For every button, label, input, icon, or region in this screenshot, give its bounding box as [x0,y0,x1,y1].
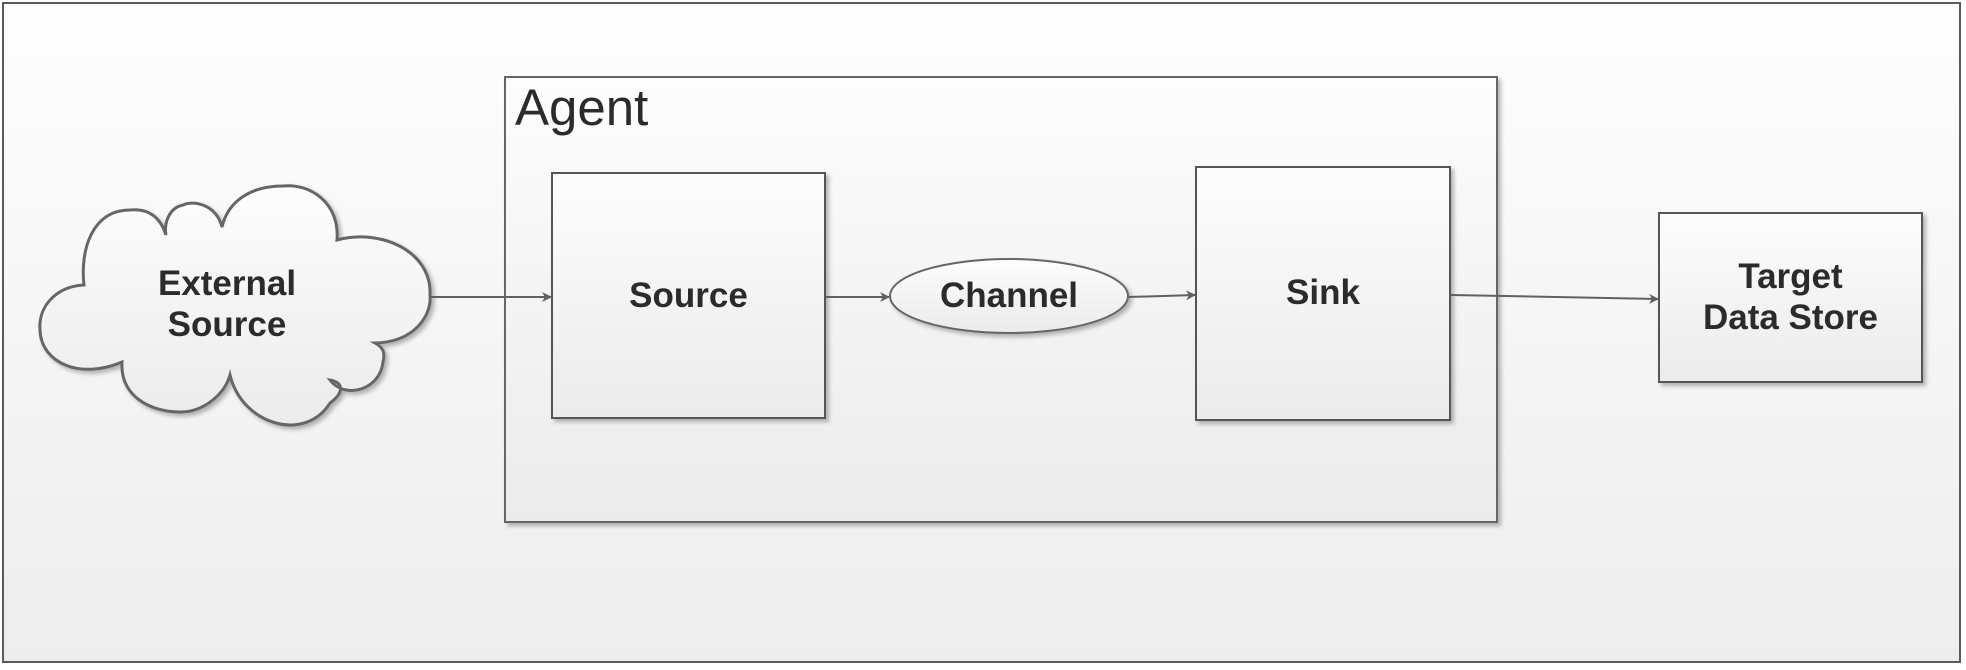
arrow-channel-to-sink [1128,290,1196,301]
target-data-store-label: Target Data Store [1659,256,1922,338]
external-source-label: External Source [127,263,327,345]
external-source-cloud [38,184,432,427]
agent-title: Agent [515,79,649,136]
external-source-label-line2: Source [167,305,287,344]
target-label-line2: Data Store [1702,298,1879,337]
source-label: Source [629,276,748,315]
sink-label: Sink [1286,273,1360,312]
sink-box [1195,166,1451,421]
arrow-sink-to-target [1450,293,1659,304]
external-source-label-line1: External [157,264,297,303]
channel-ellipse [889,258,1129,334]
source-box [551,172,826,419]
channel-label: Channel [939,276,1079,315]
target-label-line1: Target [1738,257,1843,296]
target-data-store-box [1658,212,1923,383]
